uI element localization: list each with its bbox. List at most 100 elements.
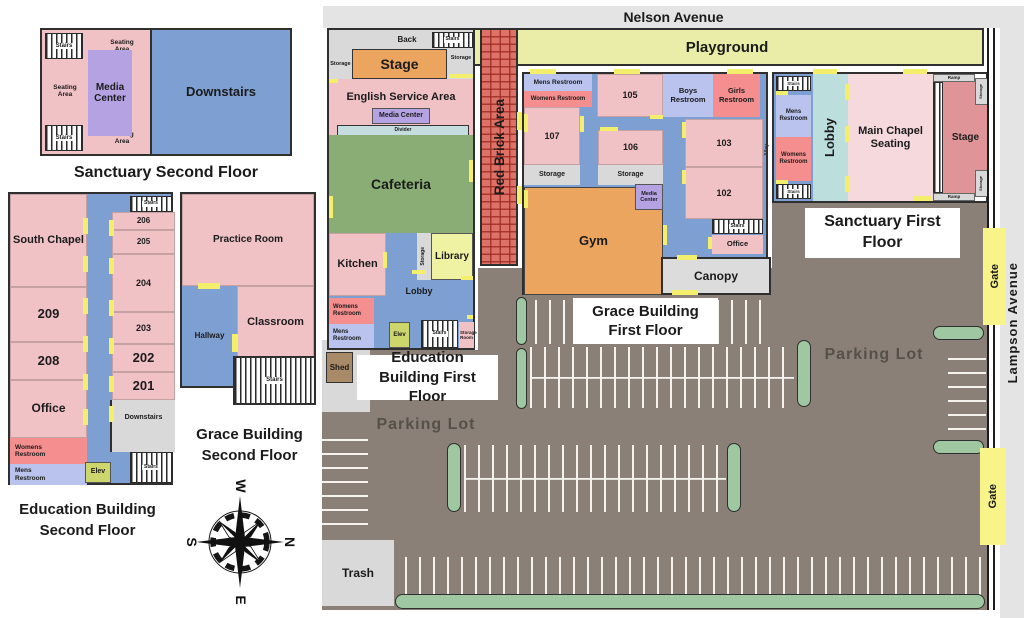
door-marker bbox=[449, 74, 473, 78]
red-brick-area-label: Red Brick Area bbox=[491, 98, 507, 196]
room-209: 209 bbox=[10, 287, 87, 342]
cafeteria: Cafeteria bbox=[329, 135, 473, 233]
parking-island bbox=[516, 348, 527, 409]
english-service-area-label: English Service Area bbox=[346, 90, 456, 103]
downstairs-area: Downstairs bbox=[110, 400, 175, 452]
compass-west-label: W bbox=[233, 479, 249, 493]
canopy: Canopy bbox=[661, 257, 771, 295]
lobby: Lobby bbox=[813, 74, 848, 201]
door-marker bbox=[524, 190, 528, 208]
door-marker bbox=[776, 91, 788, 95]
stairs: Stairs bbox=[776, 76, 811, 91]
education-building-first-floor: Back Stairs Stage Storage Storage Englis… bbox=[327, 28, 477, 350]
lampson-avenue-label: Lampson Avenue bbox=[1004, 262, 1020, 384]
grace-building-first-floor-title: Grace Building First Floor bbox=[573, 298, 718, 344]
door-marker bbox=[109, 338, 114, 354]
door-marker bbox=[198, 283, 220, 289]
office: Office bbox=[712, 235, 763, 254]
practice-room: Practice Room bbox=[182, 194, 314, 286]
parking-island bbox=[727, 443, 741, 512]
door-marker bbox=[109, 406, 114, 422]
parking-stalls bbox=[948, 352, 986, 430]
chancel-steps bbox=[933, 82, 943, 193]
alley: Alley bbox=[762, 138, 772, 162]
storage: Storage bbox=[524, 165, 580, 185]
door-marker bbox=[109, 258, 114, 274]
education-building-first-floor-title: Education Building First Floor bbox=[357, 349, 498, 405]
kitchen: Kitchen bbox=[329, 233, 386, 296]
classroom: Classroom bbox=[237, 286, 314, 358]
grace-building-second-floor: Practice Room Classroom Hallway bbox=[180, 192, 316, 388]
media-center: Media Center bbox=[88, 50, 132, 136]
office: Office bbox=[10, 380, 87, 438]
parking-stalls bbox=[464, 445, 726, 512]
door-marker bbox=[530, 69, 556, 74]
door-marker bbox=[109, 376, 114, 392]
compass-east-label: E bbox=[233, 595, 249, 604]
door-marker bbox=[83, 298, 88, 314]
south-chapel: South Chapel bbox=[10, 194, 87, 287]
door-marker bbox=[845, 84, 849, 100]
downstairs-area: Downstairs bbox=[150, 30, 290, 154]
door-marker bbox=[109, 300, 114, 316]
door-marker bbox=[580, 116, 584, 132]
door-marker bbox=[903, 69, 927, 74]
stage: Stage bbox=[352, 49, 447, 79]
parking-island bbox=[516, 297, 527, 345]
door-marker bbox=[83, 218, 88, 234]
door-marker bbox=[682, 170, 686, 184]
storage: Storage bbox=[417, 233, 431, 280]
door-marker bbox=[682, 122, 686, 138]
womens-restroom: Womens Restroom bbox=[329, 298, 374, 324]
mens-restroom: Mens Restroom bbox=[329, 324, 374, 348]
parking-stalls bbox=[530, 347, 794, 408]
door-marker bbox=[469, 160, 473, 182]
storage: Storage bbox=[450, 54, 472, 61]
ramp: Ramp bbox=[933, 74, 975, 82]
stairs: Stairs bbox=[233, 356, 316, 405]
room-102: 102 bbox=[685, 167, 763, 219]
parking-lot-label-east: Parking Lot bbox=[824, 346, 924, 363]
door-marker bbox=[600, 127, 618, 131]
compass-north-label: N bbox=[282, 537, 295, 547]
door-marker bbox=[663, 225, 667, 245]
door-marker bbox=[412, 270, 426, 274]
boys-restroom: Boys Restroom bbox=[663, 74, 713, 117]
room-202: 202 bbox=[112, 344, 175, 372]
seating-area: Seating Area bbox=[53, 83, 77, 98]
girls-restroom: Girls Restroom bbox=[713, 74, 760, 117]
education-building-second-floor-title: Education Building Second Floor bbox=[19, 501, 156, 539]
shed: Shed bbox=[326, 352, 353, 383]
room-103: 103 bbox=[685, 119, 763, 167]
womens-restroom: Womens Restroom bbox=[524, 91, 592, 107]
nelson-avenue-label: Nelson Avenue bbox=[623, 9, 724, 25]
door-marker bbox=[776, 180, 788, 184]
trash-area: Trash bbox=[322, 540, 394, 606]
door-marker bbox=[329, 79, 338, 83]
door-marker bbox=[109, 220, 114, 236]
door-marker bbox=[232, 334, 238, 352]
back-label: Back bbox=[397, 35, 417, 45]
door-marker bbox=[83, 374, 88, 390]
grace-building-second-floor-title: Grace Building Second Floor bbox=[196, 426, 303, 464]
room-107: 107 bbox=[524, 107, 580, 165]
red-brick-area: Red Brick Area bbox=[480, 28, 518, 266]
stairs: Stairs bbox=[130, 452, 172, 483]
mens-restroom: Mens Restroom bbox=[776, 95, 811, 137]
stairs: Stairs bbox=[130, 196, 172, 212]
gate-south: Gate bbox=[980, 448, 1006, 545]
door-marker bbox=[914, 196, 932, 201]
door-marker bbox=[461, 276, 473, 280]
education-building-second-floor: South Chapel 209 208 Office Womens Restr… bbox=[8, 192, 175, 485]
shed-label: Shed bbox=[329, 363, 350, 372]
elevator: Elev bbox=[85, 462, 111, 483]
door-marker bbox=[524, 114, 528, 132]
mens-restroom: Mens Restroom bbox=[10, 464, 87, 485]
stairs: Stairs bbox=[712, 219, 763, 234]
parking-island bbox=[797, 340, 811, 407]
door-marker bbox=[845, 126, 849, 142]
door-marker bbox=[517, 112, 522, 130]
gate-north: Gate bbox=[983, 228, 1006, 325]
room-206: 206 bbox=[112, 212, 175, 230]
